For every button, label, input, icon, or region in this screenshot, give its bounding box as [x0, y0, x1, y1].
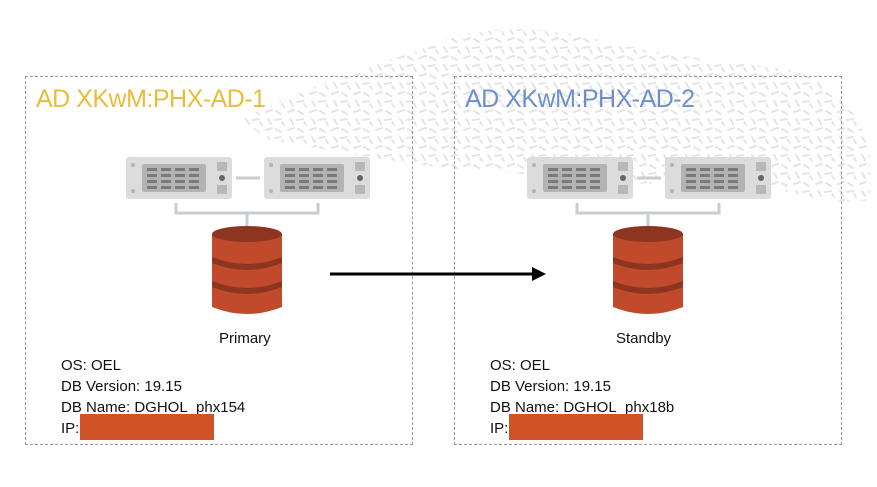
db-role-label: Standby [616, 330, 672, 347]
database-cylinder-icon [613, 226, 683, 314]
ip-info: IP: [490, 414, 674, 441]
ip-label: IP: [61, 420, 80, 437]
availability-domain-2: AD XKwM:PHX-AD-2 [454, 76, 842, 445]
os-info: OS: OEL [61, 357, 122, 374]
ip-redaction [509, 414, 644, 441]
ad-title: AD XKwM:PHX-AD-2 [465, 85, 695, 113]
server-rack-icon [527, 157, 633, 199]
os-info: OS: OEL [490, 357, 551, 374]
ad-title: AD XKwM:PHX-AD-1 [36, 85, 266, 113]
db-name-info: DB Name: DGHOL_phx18b [490, 399, 675, 416]
server-cluster [126, 157, 370, 314]
db-version-info: DB Version: 19.15 [490, 378, 611, 395]
ip-info: IP: [61, 414, 245, 441]
db-version-info: DB Version: 19.15 [61, 378, 182, 395]
database-cylinder-icon [212, 226, 282, 314]
db-info: OS: OEL DB Version: 19.15 DB Name: DGHOL… [61, 355, 246, 441]
db-info: OS: OEL DB Version: 19.15 DB Name: DGHOL… [490, 355, 675, 441]
server-rack-icon [665, 157, 771, 199]
server-rack-icon [126, 157, 232, 199]
ip-label: IP: [490, 420, 509, 437]
db-name-info: DB Name: DGHOL_phx154 [61, 399, 246, 416]
ip-redaction [80, 414, 215, 441]
server-cluster [527, 157, 771, 314]
arrow-right-icon [330, 267, 546, 281]
db-role-label: Primary [219, 330, 271, 347]
server-rack-icon [264, 157, 370, 199]
availability-domain-1: AD XKwM:PHX-AD-1 [25, 76, 413, 445]
